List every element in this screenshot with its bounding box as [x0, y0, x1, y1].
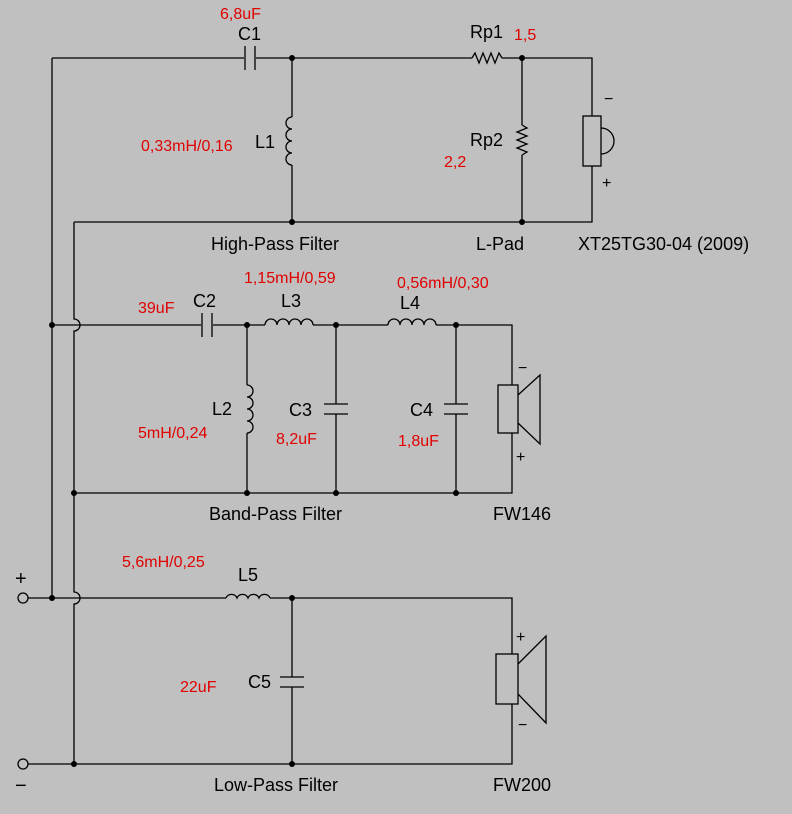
low-pass-section: + − 5,6mH/0,25 L5 22uF C5 Low-Pass Filte…: [28, 554, 551, 795]
inductor-l5[interactable]: [225, 593, 271, 600]
inductor-l1[interactable]: [285, 116, 293, 166]
tweeter-speaker-icon: [582, 115, 615, 167]
woofer-minus-sign: −: [518, 717, 527, 734]
capacitor-c1[interactable]: [244, 46, 256, 70]
midrange-speaker-icon: [497, 373, 541, 446]
woofer-plus-sign: +: [516, 629, 525, 646]
band-pass-label: Band-Pass Filter: [209, 504, 342, 524]
tweeter-model-label: XT25TG30-04 (2009): [578, 234, 749, 254]
l5-label: L5: [238, 565, 258, 585]
input-plus-sign: +: [15, 568, 27, 590]
capacitor-c4[interactable]: [444, 403, 468, 415]
input-plus-terminal[interactable]: [17, 592, 29, 604]
c4-value: 1,8uF: [398, 433, 439, 450]
resistor-rp2[interactable]: [515, 124, 529, 156]
woofer-speaker-icon: [495, 634, 547, 725]
l3-label: L3: [281, 291, 301, 311]
c1-value: 6,8uF: [220, 6, 261, 23]
c2-value: 39uF: [138, 300, 175, 317]
c5-value: 22uF: [180, 679, 217, 696]
c2-label: C2: [193, 291, 216, 311]
capacitor-c5[interactable]: [280, 676, 304, 688]
l2-value: 5mH/0,24: [138, 425, 207, 442]
l1-label: L1: [255, 132, 275, 152]
input-terminals: + −: [15, 568, 29, 797]
l2-label: L2: [212, 399, 232, 419]
resistor-rp1[interactable]: [471, 51, 503, 65]
c5-label: C5: [248, 672, 271, 692]
l1-value: 0,33mH/0,16: [141, 138, 233, 155]
rp2-value: 2,2: [444, 154, 466, 171]
inductor-l3[interactable]: [264, 318, 314, 326]
rp1-label: Rp1: [470, 22, 503, 42]
c3-label: C3: [289, 400, 312, 420]
l4-label: L4: [400, 293, 420, 313]
l5-value: 5,6mH/0,25: [122, 554, 205, 571]
main-bus: [51, 58, 81, 764]
c4-label: C4: [410, 400, 433, 420]
input-minus-sign: −: [15, 775, 27, 797]
l4-value: 0,56mH/0,30: [397, 275, 489, 292]
tweeter-plus-sign: +: [602, 175, 611, 192]
l-pad-label: L-Pad: [476, 234, 524, 254]
midrange-minus-sign: −: [518, 360, 527, 377]
rp1-value: 1,5: [514, 27, 536, 44]
l3-value: 1,15mH/0,59: [244, 270, 336, 287]
high-pass-section: − + 6,8uF C1 Rp1 1,5 0,33mH/0,16 L1 Rp2 …: [52, 6, 749, 254]
capacitor-c2[interactable]: [201, 313, 213, 337]
input-minus-terminal[interactable]: [17, 758, 29, 770]
midrange-model-label: FW146: [493, 504, 551, 524]
low-pass-label: Low-Pass Filter: [214, 775, 338, 795]
c3-value: 8,2uF: [276, 431, 317, 448]
inductor-l4[interactable]: [387, 318, 437, 326]
capacitor-c3[interactable]: [324, 403, 348, 415]
band-pass-section: − + 39uF C2 1,15mH/0,59 L3 0,56mH/0,30 L…: [49, 270, 551, 524]
high-pass-label: High-Pass Filter: [211, 234, 339, 254]
woofer-model-label: FW200: [493, 775, 551, 795]
rp2-label: Rp2: [470, 130, 503, 150]
inductor-l2[interactable]: [246, 384, 254, 434]
midrange-plus-sign: +: [516, 449, 525, 466]
tweeter-minus-sign: −: [604, 91, 613, 108]
c1-label: C1: [238, 24, 261, 44]
